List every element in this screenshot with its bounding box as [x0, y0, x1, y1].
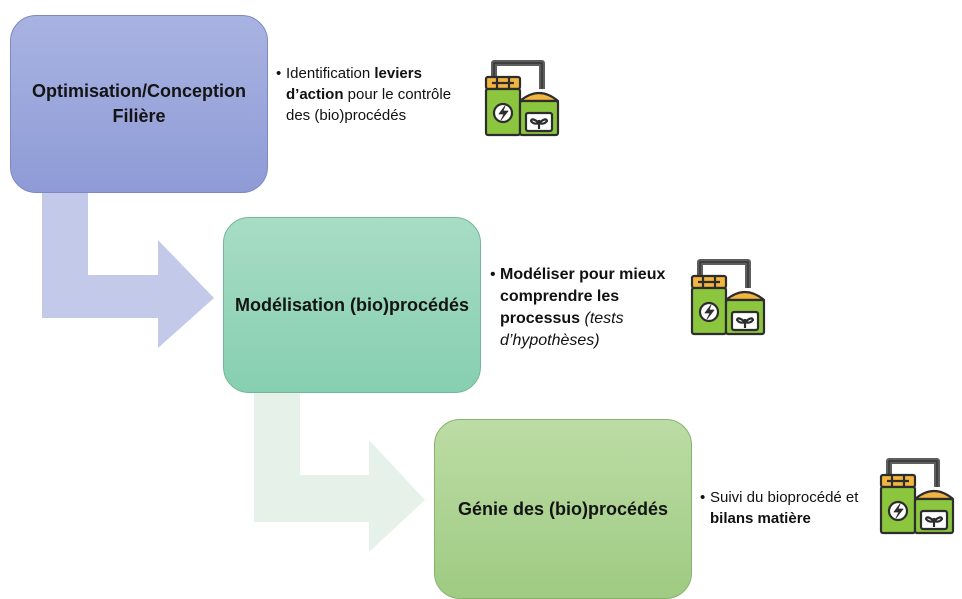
- bullet-2-seg-1: Modéliser pour mieux comprendre les proc…: [500, 266, 666, 327]
- bullet-leviers-action: •Identification leviers d’action pour le…: [276, 63, 466, 126]
- bullet-3-seg-2: bilans matière: [710, 510, 811, 527]
- bullet-suivi-bioprocede: •Suivi du bioprocédé et bilans matière: [700, 487, 880, 529]
- bullet-dot: •: [276, 65, 282, 82]
- box-modelisation: Modélisation (bio)procédés: [223, 217, 481, 393]
- box-genie-label: Génie des (bio)procédés: [457, 498, 669, 519]
- bullet-1-seg-1: Identification: [286, 65, 375, 82]
- bullet-dot: •: [490, 266, 496, 283]
- bullet-3-seg-1: Suivi du bioprocédé et: [710, 489, 859, 506]
- arrow-2-to-3: [254, 393, 425, 552]
- bullet-dot: •: [700, 489, 706, 506]
- biogas-plant-icon: [879, 458, 955, 535]
- bullet-modeliser: •Modéliser pour mieux comprendre les pro…: [490, 264, 675, 352]
- box-genie-procedes: Génie des (bio)procédés: [434, 419, 692, 599]
- box-optimisation-label: Optimisation/Conception Filière: [32, 81, 246, 126]
- box-optimisation-conception: Optimisation/Conception Filière: [10, 15, 268, 193]
- bullet-2-seg-2: (tests d’hypothèses): [500, 310, 624, 349]
- bullet-1-seg-2: leviers d’action: [286, 65, 422, 103]
- arrow-1-to-2: [42, 193, 214, 348]
- biogas-plant-icon: [484, 60, 560, 137]
- box-modelisation-label: Modélisation (bio)procédés: [234, 294, 470, 315]
- bullet-1-seg-3: pour le contrôle des (bio)procédés: [286, 86, 452, 124]
- biogas-plant-icon: [690, 259, 766, 336]
